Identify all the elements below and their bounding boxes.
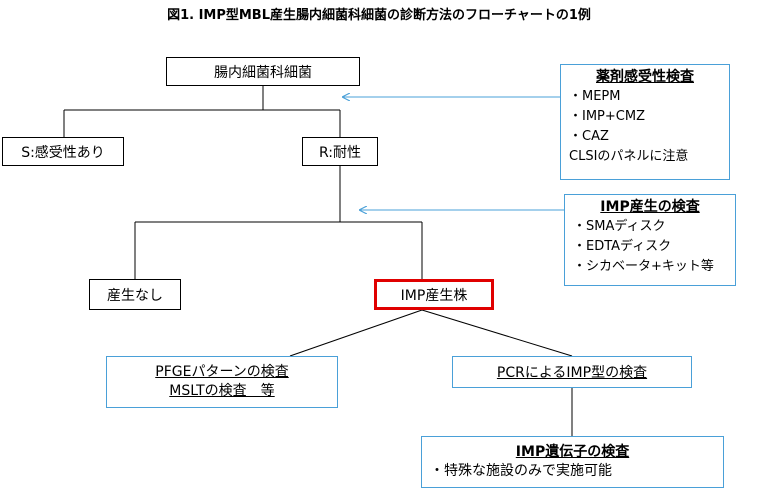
drug-test-item: CLSIのパネルに注意: [569, 149, 689, 164]
drug-susceptibility-note: 薬剤感受性検査 ・MEPM ・IMP+CMZ ・CAZ CLSIのパネルに注意: [560, 64, 730, 180]
imp-production-note: IMP産生の検査 ・SMAディスク ・EDTAディスク ・シカベータ+キット等: [564, 194, 736, 286]
drug-test-item: ・MEPM: [569, 89, 621, 104]
susceptible-node: S:感受性あり: [2, 137, 124, 166]
drug-test-title: 薬剤感受性検査: [596, 69, 694, 85]
gene-test-title: IMP遺伝子の検査: [515, 444, 630, 460]
drug-test-item: ・IMP+CMZ: [569, 109, 645, 124]
imp-test-title: IMP産生の検査: [600, 199, 700, 215]
resistant-node: R:耐性: [302, 137, 378, 166]
gene-test-item: ・特殊な施設のみで実施可能: [430, 463, 612, 479]
drug-test-item: ・CAZ: [569, 129, 609, 144]
figure-title: 図1. IMP型MBL産生腸内細菌科細菌の診断方法のフローチャートの1例: [167, 8, 591, 23]
root-node: 腸内細菌科細菌: [166, 57, 360, 86]
pfge-label: PFGEパターンの検査: [155, 364, 289, 380]
pcr-test-node: PCRによるIMP型の検査: [452, 356, 692, 388]
imp-test-item: ・SMAディスク: [573, 219, 666, 234]
imp-test-item: ・EDTAディスク: [573, 239, 672, 254]
imp-producer-node: IMP産生株: [374, 279, 494, 310]
pfge-test-node: PFGEパターンの検査 MSLTの検査 等: [106, 356, 338, 408]
mslt-label: MSLTの検査 等: [169, 383, 275, 399]
no-production-node: 産生なし: [89, 279, 181, 310]
pcr-label: PCRによるIMP型の検査: [496, 365, 648, 381]
imp-test-item: ・シカベータ+キット等: [573, 259, 714, 274]
gene-test-node: IMP遺伝子の検査 ・特殊な施設のみで実施可能: [421, 436, 724, 488]
